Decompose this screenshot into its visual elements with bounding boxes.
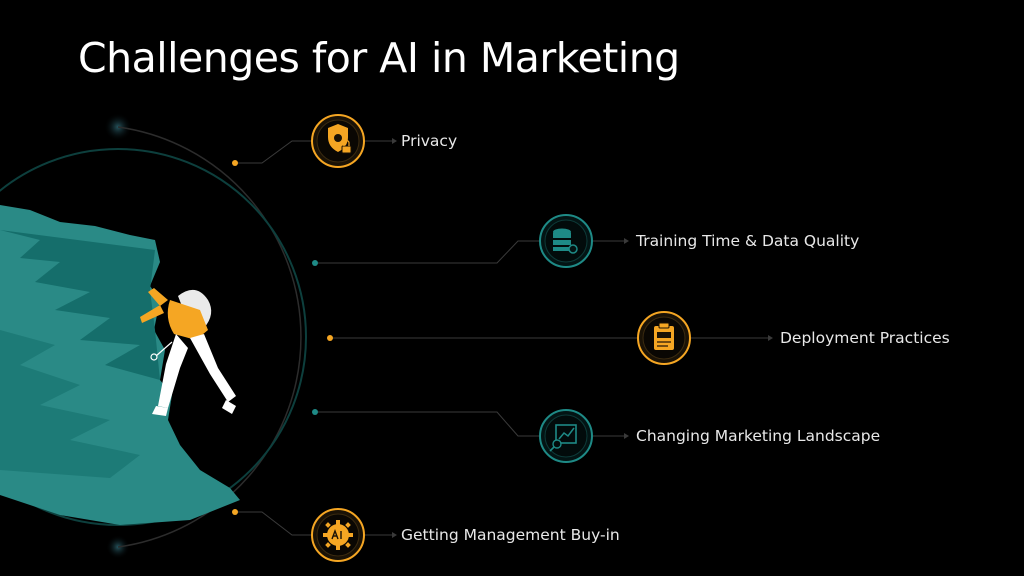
arc-dot-1: [232, 160, 238, 166]
connector-5: [235, 511, 312, 536]
planet-circle: [0, 148, 307, 526]
gear-ai-icon: [311, 508, 365, 562]
connector-4: [315, 411, 540, 437]
slide-title: Challenges for AI in Marketing: [78, 34, 680, 82]
item-label-privacy: Privacy: [401, 132, 458, 150]
database-gear-icon: [539, 214, 593, 268]
arc-dot-3: [327, 335, 333, 341]
cliff-shadow: [0, 230, 160, 380]
cliff-shadow-2: [0, 330, 140, 478]
item-label-landscape: Changing Marketing Landscape: [636, 427, 881, 445]
connector-1: [235, 140, 312, 164]
arc-dot-5: [232, 509, 238, 515]
clipboard-code-icon: [637, 311, 691, 365]
arrow-head-4: [624, 433, 629, 439]
arrow-head-1: [392, 138, 397, 144]
connector-2: [315, 240, 540, 264]
item-label-training: Training Time & Data Quality: [636, 232, 860, 250]
shield-gear-lock-icon: [311, 114, 365, 168]
outer-arc: [117, 126, 302, 548]
arrow-head-2: [624, 238, 629, 244]
item-label-buyin: Getting Management Buy-in: [401, 526, 620, 544]
arrow-head-5: [392, 532, 397, 538]
item-label-deployment: Deployment Practices: [780, 329, 950, 347]
arc-dot-2: [312, 260, 318, 266]
arc-dot-4: [312, 409, 318, 415]
arrow-head-3: [768, 335, 773, 341]
chart-magnifier-icon: [539, 409, 593, 463]
climber-figure: [140, 288, 236, 416]
